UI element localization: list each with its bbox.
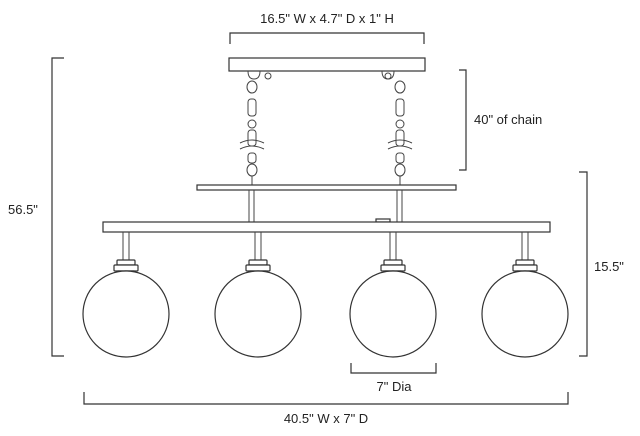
shade-diameter-label: 7" Dia bbox=[377, 379, 413, 394]
chain-left bbox=[239, 80, 265, 185]
globe-shade-3 bbox=[349, 270, 437, 358]
canopy-dimension-label: 16.5" W x 4.7" D x 1" H bbox=[260, 11, 394, 26]
fixture-height-label: 15.5" bbox=[594, 259, 624, 274]
pendant-1 bbox=[82, 232, 170, 358]
shade-diameter-dimension: 7" Dia bbox=[350, 363, 437, 394]
pendant-2 bbox=[214, 232, 302, 358]
chain-dimension: 40" of chain bbox=[459, 69, 542, 171]
overall-width-dimension: 40.5" W x 7" D bbox=[83, 392, 569, 426]
chain-dimension-label: 40" of chain bbox=[474, 112, 542, 127]
pendant-4 bbox=[481, 232, 569, 358]
overall-height-label: 56.5" bbox=[8, 202, 38, 217]
canopy-dimension: 16.5" W x 4.7" D x 1" H bbox=[229, 11, 425, 44]
globe-shade-1 bbox=[82, 270, 170, 358]
overall-width-label: 40.5" W x 7" D bbox=[284, 411, 368, 426]
connecting-rods bbox=[248, 190, 403, 223]
canopy-hooks bbox=[247, 70, 395, 80]
overall-height-dimension: 56.5" bbox=[8, 57, 64, 357]
pendant-3 bbox=[349, 232, 437, 358]
globe-shade-2 bbox=[214, 270, 302, 358]
main-bar bbox=[102, 221, 551, 233]
chain-right bbox=[387, 80, 413, 185]
fixture-height-dimension: 15.5" bbox=[579, 171, 624, 357]
canopy bbox=[228, 57, 426, 72]
upper-plate bbox=[196, 184, 457, 191]
globe-shade-4 bbox=[481, 270, 569, 358]
